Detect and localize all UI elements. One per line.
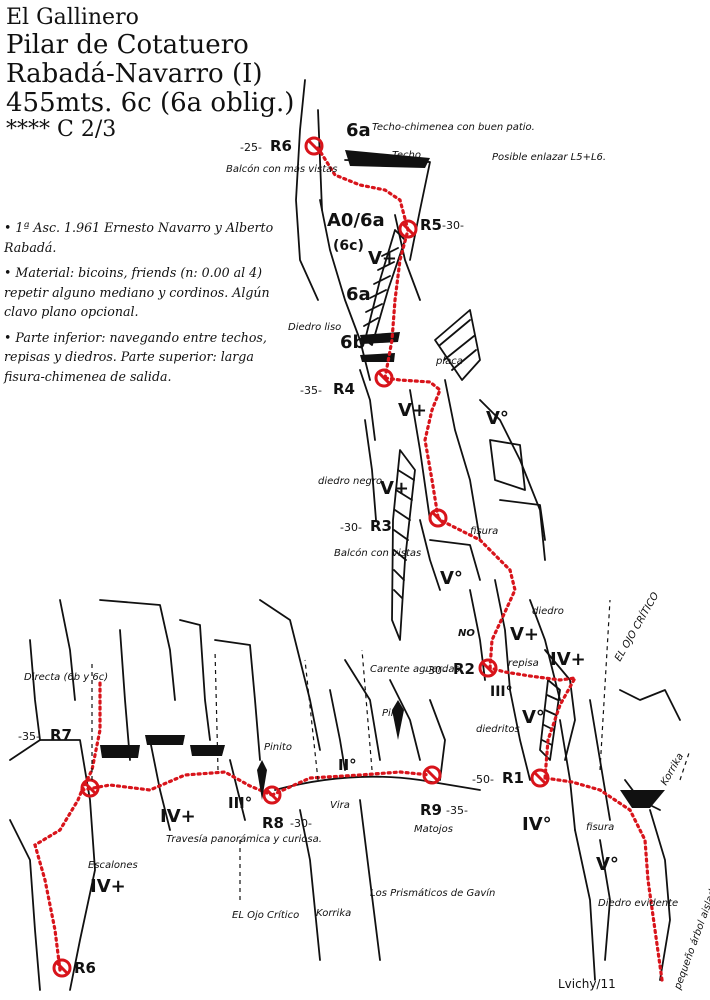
- belay-r9-label: R9: [420, 801, 442, 819]
- grade-6a-mid: 6a: [346, 284, 371, 305]
- note-escalones: Escalones: [88, 860, 138, 871]
- note-repisa: repisa: [508, 658, 539, 669]
- grade-v-plus-4: V+: [510, 624, 539, 645]
- grade-iv-plus-1: IV+: [550, 649, 586, 670]
- grade-6c: (6c): [333, 238, 364, 254]
- route-notes: • 1ª Asc. 1.961 Ernesto Navarro y Albert…: [4, 218, 294, 392]
- grade-iv-plus-2: IV+: [160, 806, 196, 827]
- grade-v-plus-3: V+: [380, 478, 409, 499]
- belay-circle-r3: [430, 510, 446, 526]
- note-material: • Material: bicoins, friends (n: 0.00 al…: [4, 263, 294, 322]
- grade-iv-deg: IV°: [522, 814, 552, 835]
- note-techo-chimenea: Techo-chimenea con buen patio.: [372, 122, 535, 133]
- note-posible-enlazar: Posible enlazar L5+L6.: [492, 152, 606, 163]
- belay-circle-r6-bottom: [54, 960, 70, 976]
- note-travesia: Travesía panorámica y curiosa.: [166, 833, 322, 845]
- note-techo: Techo: [392, 150, 421, 161]
- grade-v-deg-2: V°: [440, 568, 463, 589]
- note-carente: Carente aguardas: [370, 664, 460, 675]
- belay-circle-r8: [264, 787, 280, 803]
- note-prismaticos: Los Prismáticos de Gavín: [370, 887, 495, 899]
- note-directa: Directa (6b y 6c): [24, 672, 108, 683]
- belay-r7-label: R7: [50, 726, 72, 744]
- grade-v-plus-2: V+: [398, 400, 427, 421]
- note-el-ojo-critico-bottom: EL Ojo Crítico: [232, 909, 299, 921]
- note-korrika-bottom: Korrika: [316, 908, 351, 919]
- belay-r4-label: R4: [333, 380, 355, 398]
- grade-iv-plus-3: IV+: [90, 876, 126, 897]
- note-korrika-right: Korrika: [659, 751, 686, 787]
- grade-v-deg-1: V°: [486, 408, 509, 429]
- belay-r4-dist: -35-: [300, 384, 322, 397]
- grade-a0: A0/6a: [327, 210, 385, 231]
- belay-r6-bottom-label: R6: [74, 959, 96, 977]
- note-diedritos: diedritos: [476, 724, 520, 735]
- belay-r7-dist: -35-: [18, 730, 40, 743]
- note-placa: placa: [435, 356, 463, 367]
- note-balcon-vistas: Balcón con más vistas: [226, 163, 337, 175]
- belay-r5-label: R5: [420, 216, 442, 234]
- belay-r6-top-dist: -25-: [240, 141, 262, 154]
- grade-iii-2: III°: [228, 794, 252, 812]
- belay-r8-label: R8: [262, 814, 284, 832]
- grade-6b: 6b: [340, 332, 366, 353]
- note-signature: Lvichy/11: [558, 977, 616, 991]
- belay-r3-dist: -30-: [340, 521, 362, 534]
- grade-ii: II°: [338, 756, 357, 774]
- note-diedro-evidente: Diedro evidente: [598, 898, 678, 909]
- note-diedro-negro: diedro negro: [318, 476, 382, 487]
- grade-v-deg-4: V°: [596, 854, 619, 875]
- note-el-ojo-critico-right: EL OJO CRÍTICO: [611, 590, 661, 664]
- belay-r9-dist: -35-: [446, 804, 468, 817]
- belay-r1-dist: -50-: [472, 773, 494, 786]
- note-diedro-liso: Diedro liso: [288, 322, 341, 333]
- note-pinito: Pinito: [264, 742, 292, 753]
- note-fisura-bottom: fisura: [586, 822, 614, 833]
- note-first-ascent: • 1ª Asc. 1.961 Ernesto Navarro y Albert…: [4, 218, 294, 257]
- note-route-description: • Parte inferior: navegando entre techos…: [4, 328, 294, 387]
- note-balcon-r3: Balcón con vistas: [334, 547, 421, 559]
- note-diedro-right: diedro: [532, 606, 564, 617]
- belay-circle-r4: [376, 370, 392, 386]
- belay-r3-label: R3: [370, 517, 392, 535]
- note-no: NO: [458, 628, 475, 639]
- belay-r1-label: R1: [502, 769, 524, 787]
- grade-v-plus-1: V+: [368, 248, 397, 269]
- grade-6a-top: 6a: [346, 120, 371, 141]
- grade-iii-1: III°: [490, 684, 513, 700]
- note-via: Vira: [330, 800, 350, 811]
- belay-r6-top-label: R6: [270, 137, 292, 155]
- note-matojos: Matojos: [414, 824, 453, 835]
- belay-r8-dist: -30-: [290, 817, 312, 830]
- note-fisura-top: fisura: [470, 526, 498, 537]
- grade-v-deg-3: V°: [522, 707, 545, 728]
- belay-r5-dist: -30-: [442, 219, 464, 232]
